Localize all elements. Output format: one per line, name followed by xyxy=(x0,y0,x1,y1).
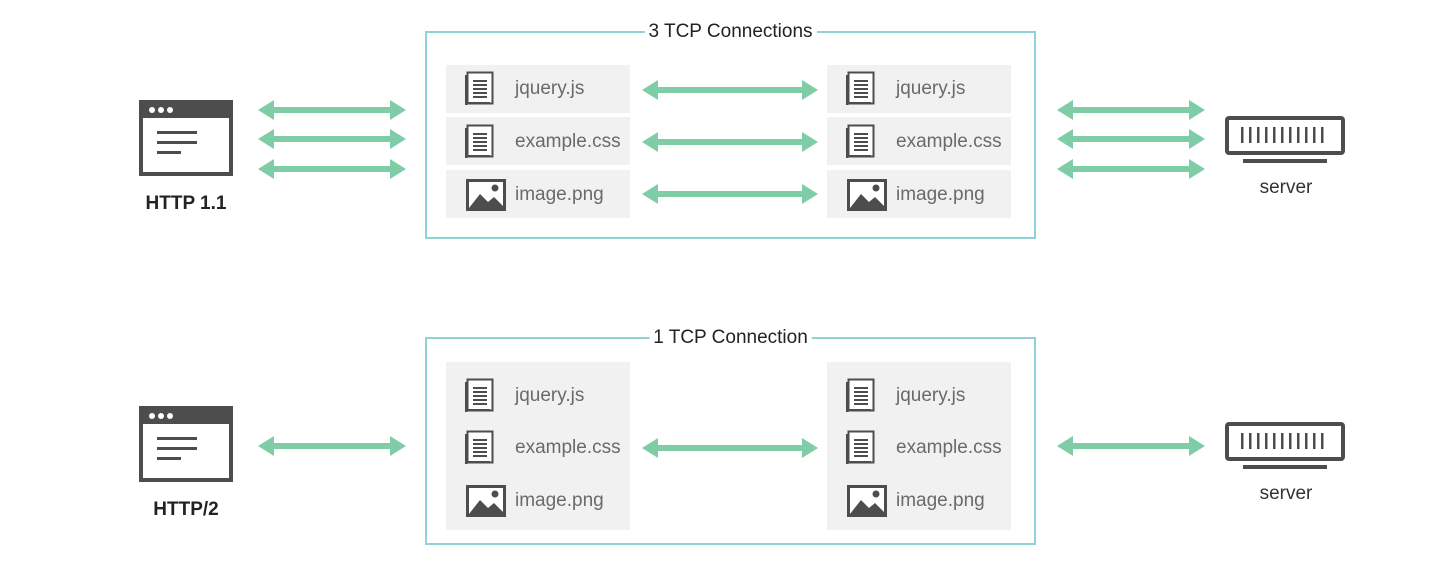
client-label: HTTP 1.1 xyxy=(145,193,227,214)
browser-icon xyxy=(139,100,233,176)
document-icon xyxy=(464,71,494,105)
tcp-arrow-1 xyxy=(642,80,818,100)
file-name: jquery.js xyxy=(515,385,585,406)
box-title: 3 TCP Connections xyxy=(644,21,817,43)
server-arrow-2 xyxy=(1057,129,1205,149)
file-name: jquery.js xyxy=(896,78,966,99)
document-icon xyxy=(845,124,875,158)
server-icon xyxy=(1225,422,1345,472)
file-name: example.css xyxy=(896,131,1002,152)
image-icon xyxy=(466,179,506,211)
client-arrow-1 xyxy=(258,100,406,120)
server-icon xyxy=(1225,116,1345,166)
file-tile: image.png xyxy=(446,170,630,218)
server-arrow-3 xyxy=(1057,159,1205,179)
server-arrow xyxy=(1057,436,1205,456)
file-name: image.png xyxy=(896,490,985,511)
box-title: 1 TCP Connection xyxy=(649,327,812,349)
file-name: image.png xyxy=(515,490,604,511)
file-group: jquery.js example.css image.png xyxy=(446,362,630,530)
file-name: image.png xyxy=(896,184,985,205)
file-name: jquery.js xyxy=(896,385,966,406)
server-label: server xyxy=(1259,177,1313,198)
tcp-arrow-2 xyxy=(642,132,818,152)
document-icon xyxy=(845,378,875,412)
document-icon xyxy=(464,124,494,158)
client-arrow-2 xyxy=(258,129,406,149)
file-name: jquery.js xyxy=(515,78,585,99)
document-icon xyxy=(845,430,875,464)
server-arrow-1 xyxy=(1057,100,1205,120)
tcp-connection-box: 1 TCP Connection xyxy=(425,327,1036,545)
image-icon xyxy=(847,485,887,517)
file-tile: example.css xyxy=(446,117,630,165)
file-name: example.css xyxy=(515,437,621,458)
document-icon xyxy=(845,71,875,105)
file-name: example.css xyxy=(896,437,1002,458)
file-tile: jquery.js xyxy=(446,65,630,113)
document-icon xyxy=(464,378,494,412)
file-name: image.png xyxy=(515,184,604,205)
image-icon xyxy=(847,179,887,211)
file-tile: jquery.js xyxy=(827,65,1011,113)
document-icon xyxy=(464,430,494,464)
tcp-arrow-3 xyxy=(642,184,818,204)
client-arrow-3 xyxy=(258,159,406,179)
file-tile: example.css xyxy=(827,117,1011,165)
tcp-arrow xyxy=(642,438,818,458)
tcp-connections-box: 3 TCP Connections xyxy=(425,21,1036,239)
browser-icon xyxy=(139,406,233,482)
image-icon xyxy=(466,485,506,517)
server-label: server xyxy=(1259,483,1313,504)
file-name: example.css xyxy=(515,131,621,152)
client-label: HTTP/2 xyxy=(153,499,219,520)
file-tile: image.png xyxy=(827,170,1011,218)
client-arrow xyxy=(258,436,406,456)
file-group: jquery.js example.css image.png xyxy=(827,362,1011,530)
